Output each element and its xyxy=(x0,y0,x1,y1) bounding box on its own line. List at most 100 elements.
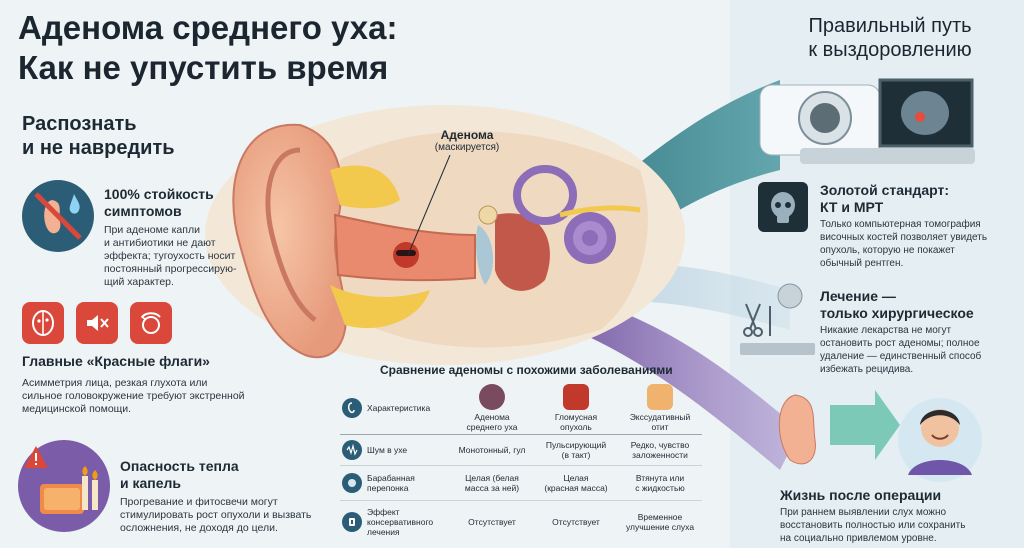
column-header-line: отит xyxy=(651,421,669,432)
table-cell: Целая(красная масса) xyxy=(534,465,618,502)
heat-danger-text-line: Прогревание и фитосвечи могут xyxy=(120,496,278,508)
gold-standard-text-line: Только компьютерная томография xyxy=(820,219,981,230)
surgery-text-line: Никакие лекарства не могут xyxy=(820,325,952,336)
life-after-surgery-text-line: При раннем выявлении слух можно xyxy=(780,507,947,518)
surgery-text: Никакие лекарства не могут остановить ро… xyxy=(820,324,1020,376)
eardrum-icon xyxy=(342,472,362,493)
symptoms-persistence-title-line2: симптомов xyxy=(104,203,182,219)
cell-line: Временное xyxy=(637,511,683,522)
cell-line: Целая (белая xyxy=(465,472,519,483)
row-label: Шум в ухе xyxy=(367,444,408,455)
cell-line: (красная масса) xyxy=(544,482,608,493)
otitis-icon xyxy=(647,383,673,410)
row-label-line: лечения xyxy=(367,526,400,537)
column-header-line: опухоль xyxy=(560,421,592,432)
column-header-line: Аденома xyxy=(474,411,510,422)
heat-danger-text: Прогревание и фитосвечи могут стимулиров… xyxy=(120,496,320,535)
adenoma-label-title: Аденома xyxy=(440,128,494,142)
cell-line: Втянута или xyxy=(635,472,685,483)
red-flags-text: Асимметрия лица, резкая глухота или силь… xyxy=(22,377,262,416)
comparison-title: Сравнение аденомы с похожими заболевания… xyxy=(380,363,673,377)
symptoms-persistence-text-line: При аденоме капли xyxy=(104,224,200,236)
main-title-line2: Как не упустить время xyxy=(18,49,389,86)
gold-standard-title-line2: КТ и МРТ xyxy=(820,199,884,215)
recovery-path-title-line2: к выздоровлению xyxy=(808,39,972,61)
cell-line: заложенности xyxy=(632,449,688,460)
column-header-line: Гломусная xyxy=(554,411,598,422)
column-header-line: среднего уха xyxy=(466,421,518,432)
table-row: Шум в ухе Монотонный, гул Пульсирующий(в… xyxy=(340,434,702,466)
cell-line: Пульсирующий xyxy=(545,439,607,450)
main-title: Аденома среднего уха: Как не упустить вр… xyxy=(18,8,498,88)
symptoms-persistence-text-line: щий характер. xyxy=(104,276,174,288)
table-cell: Характеристика xyxy=(340,382,450,435)
cell-line: Отсутствует xyxy=(552,516,600,527)
adenoma-label-subtitle: (маскируется) xyxy=(434,142,500,153)
surgery-title: Лечение — только хирургическое xyxy=(820,288,1020,322)
life-after-surgery-title: Жизнь после операции xyxy=(780,487,942,503)
column-header-otitis: Экссудативный отит xyxy=(618,382,702,435)
adenoma-label: Аденома (маскируется) xyxy=(422,128,512,153)
recognize-section-title-line2: и не навредить xyxy=(22,137,175,159)
life-after-surgery-text-line: на социально привлемом уровне. xyxy=(780,533,937,544)
surgery-text-line: избежать рецидива. xyxy=(820,364,914,375)
gold-standard-text-line: височных костей позволяет увидеть xyxy=(820,232,988,243)
ear-icon xyxy=(342,397,362,418)
symptoms-persistence-text-line: постоянный прогрессирую- xyxy=(104,263,237,275)
recovery-path-title: Правильный путь к выздоровлению xyxy=(770,14,1010,62)
row-label-line: Барабанная xyxy=(367,472,415,483)
comparison-table: Характеристика Аденома среднего уха Глом… xyxy=(340,382,702,542)
red-flags-text-line: сильное головокружение требуют экстренно… xyxy=(22,390,245,402)
column-header-glomus: Гломусная опухоль xyxy=(534,382,618,435)
table-row: Характеристика Аденома среднего уха Глом… xyxy=(340,382,702,435)
face-asymmetry-icon xyxy=(22,302,64,344)
table-cell: Отсутствует xyxy=(450,501,534,542)
table-cell: Отсутствует xyxy=(534,501,618,542)
column-header-line: Экссудативный xyxy=(629,411,691,422)
red-flags-text-line: медицинской помощи. xyxy=(22,403,132,415)
symptoms-persistence-title-line1: 100% стойкость xyxy=(104,186,214,202)
row-label-line: Эффект xyxy=(367,506,400,517)
surgery-text-line: удаление — единственный способ xyxy=(820,351,982,362)
symptoms-persistence-title: 100% стойкость симптомов xyxy=(104,186,254,220)
surgery-title-line1: Лечение — xyxy=(820,288,896,304)
surgical-tools-icon xyxy=(740,300,780,344)
life-after-surgery-text-line: восстановить полностью или сохранить xyxy=(780,520,966,531)
symptoms-persistence-text-line: эффекта; тугоухость носит xyxy=(104,250,236,262)
main-title-line1: Аденома среднего уха: xyxy=(18,9,398,46)
heat-danger-text-line: стимулировать рост опухоли и вызвать xyxy=(120,509,312,521)
surgery-text-line: остановить рост аденомы; полное xyxy=(820,338,980,349)
gold-standard-text-line: обычный рентген. xyxy=(820,258,904,269)
heat-danger-title-line1: Опасность тепла xyxy=(120,458,239,474)
row-label-line: перепонка xyxy=(367,482,409,493)
hearing-loss-icon xyxy=(76,302,118,344)
table-cell: Пульсирующий(в такт) xyxy=(534,434,618,466)
row-label-line: консервативного xyxy=(367,516,434,527)
glomus-tumor-icon xyxy=(563,383,589,410)
gold-standard-title: Золотой стандарт: КТ и МРТ xyxy=(820,182,1020,216)
symptoms-persistence-text-line: и антибиотики не дают xyxy=(104,237,216,249)
recognize-section-title: Распознать и не навредить xyxy=(22,112,222,160)
heat-danger-title-line2: и капель xyxy=(120,475,182,491)
medicine-icon xyxy=(342,511,362,532)
heat-danger-title: Опасность тепла и капель xyxy=(120,458,290,492)
recovery-path-title-line1: Правильный путь xyxy=(808,15,972,37)
table-cell: Монотонный, гул xyxy=(450,434,534,466)
cell-line: масса за ней) xyxy=(464,482,520,493)
sound-wave-icon xyxy=(342,439,362,460)
red-flags-title: Главные «Красные флаги» xyxy=(22,353,210,369)
cell-line: улучшение слуха xyxy=(625,521,695,532)
cell-line: с жидкостью xyxy=(635,482,685,493)
dizziness-icon xyxy=(130,302,172,344)
column-header-adenoma: Аденома среднего уха xyxy=(450,382,534,435)
table-cell: Шум в ухе xyxy=(340,434,450,466)
